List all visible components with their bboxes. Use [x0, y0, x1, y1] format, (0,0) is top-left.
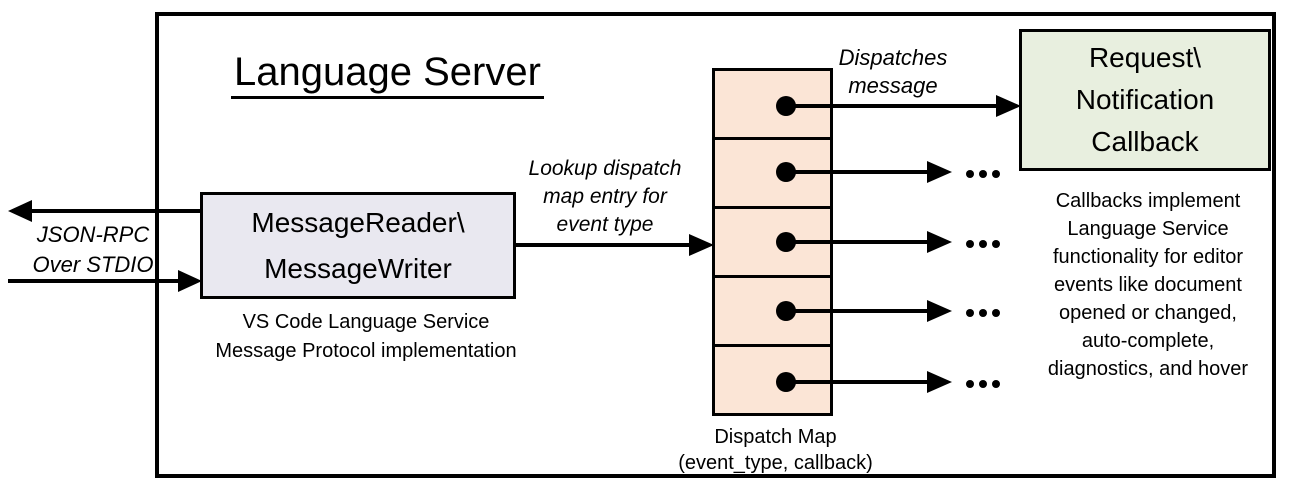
dispatch-map-cell-4 — [715, 278, 830, 347]
dispatch-map-caption: Dispatch Map (event_type, callback) — [678, 426, 873, 474]
language-server-boundary — [155, 12, 1276, 478]
dispatch-map-cell-3 — [715, 209, 830, 278]
callbacks-note: Callbacks implement Language Service fun… — [1047, 190, 1249, 380]
message-box-caption: VS Code Language Service Message Protoco… — [215, 311, 517, 362]
dispatch-map-cell-5 — [715, 347, 830, 413]
message-reader-writer-box: MessageReader\ MessageWriter — [200, 192, 516, 299]
lookup-dispatch-label: Lookup dispatch map entry for event type — [528, 157, 682, 236]
dispatch-map — [712, 68, 833, 416]
request-notification-callback-box: Request\ Notification Callback — [1019, 29, 1271, 171]
dispatch-map-cell-1 — [715, 71, 830, 140]
dispatches-message-label: Dispatches message — [838, 45, 948, 98]
json-rpc-stdio-label: JSON-RPC Over STDIO — [32, 222, 154, 277]
dispatch-map-cell-2 — [715, 140, 830, 209]
arrowhead-left-icon — [8, 200, 32, 222]
language-server-title: Language Server — [231, 50, 544, 99]
